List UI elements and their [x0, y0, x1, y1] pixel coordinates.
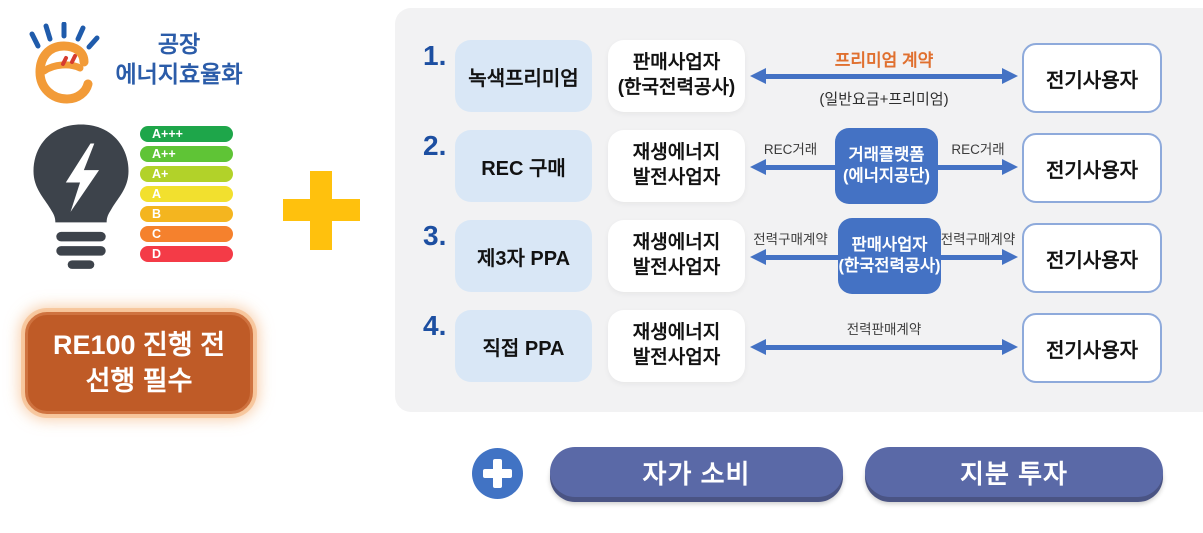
user-box: 전기사용자: [1022, 313, 1162, 383]
row-number: 3.: [423, 220, 447, 251]
option-box-third-party-ppa: 제3자 PPA: [455, 220, 592, 292]
energy-rating-bar: B: [140, 206, 233, 222]
plus-circle-icon: [472, 448, 523, 499]
right-arrow: [941, 249, 1018, 265]
energy-swirl-logo-icon: [29, 22, 100, 104]
double-arrow: [750, 68, 1018, 84]
plus-icon: [283, 171, 360, 250]
energy-rating-bar: C: [140, 226, 233, 242]
provider-line1: 판매사업자: [632, 52, 721, 74]
program-title-line1: 공장: [157, 31, 201, 57]
left-arrow: [750, 249, 838, 265]
energy-rating-scale: A+++ A++ A+ A B C D: [140, 126, 235, 266]
re100-options-panel: 1. 녹색프리미엄 판매사업자 (한국전력공사) 프리미엄 계약 (일반요금+프…: [395, 8, 1203, 412]
equity-investment-button: 지분 투자: [865, 447, 1163, 497]
row-number: 1.: [423, 40, 447, 71]
provider-box: 재생에너지 발전사업자: [608, 310, 745, 382]
provider-box: 판매사업자 (한국전력공사): [608, 40, 745, 112]
energy-rating-bar: A++: [140, 146, 233, 162]
row-number: 4.: [423, 310, 447, 341]
platform-line1: 거래플랫폼: [848, 145, 925, 164]
platform-box: 판매사업자 (한국전력공사): [838, 218, 941, 294]
self-consumption-button: 자가 소비: [550, 447, 843, 497]
user-box: 전기사용자: [1022, 133, 1162, 203]
left-arrow-label: 전력구매계약: [753, 232, 828, 247]
provider-line1: 재생에너지: [632, 322, 721, 344]
re100-prerequisite-notice: RE100 진행 전 선행 필수: [25, 312, 253, 414]
right-arrow-label: 전력구매계약: [940, 232, 1016, 247]
platform-line2: (한국전력공사): [838, 257, 941, 275]
energy-rating-bar: A+: [140, 166, 233, 182]
energy-rating-bar: D: [140, 246, 233, 262]
double-arrow: [750, 339, 1018, 355]
energy-rating-bar: A: [140, 186, 233, 202]
option-box-direct-ppa: 직접 PPA: [455, 310, 592, 382]
row-number: 2.: [423, 130, 447, 161]
right-arrow-label: REC거래: [951, 142, 1005, 157]
provider-box: 재생에너지 발전사업자: [608, 130, 745, 202]
contract-label: 전력판매계약: [846, 322, 922, 337]
provider-line2: 발전사업자: [632, 257, 721, 278]
program-title: 공장 에너지효율화: [98, 30, 260, 90]
user-box: 전기사용자: [1022, 43, 1162, 113]
provider-line2: 발전사업자: [632, 167, 721, 188]
program-title-line2: 에너지효율화: [115, 60, 243, 87]
notice-line2: 선행 필수: [85, 366, 193, 396]
energy-rating-bar: A+++: [140, 126, 233, 142]
option-box-green-premium: 녹색프리미엄: [455, 40, 592, 112]
right-arrow: [938, 159, 1018, 175]
contract-sublabel: (일반요금+프리미엄): [819, 91, 949, 108]
contract-label: 프리미엄 계약: [834, 51, 934, 70]
provider-box: 재생에너지 발전사업자: [608, 220, 745, 292]
provider-line1: 재생에너지: [632, 142, 721, 164]
left-arrow: [750, 159, 835, 175]
provider-line2: 발전사업자: [632, 347, 721, 368]
option-box-rec-purchase: REC 구매: [455, 130, 592, 202]
platform-box: 거래플랫폼 (에너지공단): [835, 128, 938, 204]
platform-line1: 판매사업자: [851, 235, 928, 254]
lightbulb-icon: [33, 124, 129, 269]
left-arrow-label: REC거래: [763, 142, 818, 157]
user-box: 전기사용자: [1022, 223, 1162, 293]
notice-line1: RE100 진행 전: [52, 329, 226, 360]
provider-line2: (한국전력공사): [617, 77, 736, 98]
provider-line1: 재생에너지: [632, 232, 721, 254]
platform-line2: (에너지공단): [843, 167, 930, 185]
